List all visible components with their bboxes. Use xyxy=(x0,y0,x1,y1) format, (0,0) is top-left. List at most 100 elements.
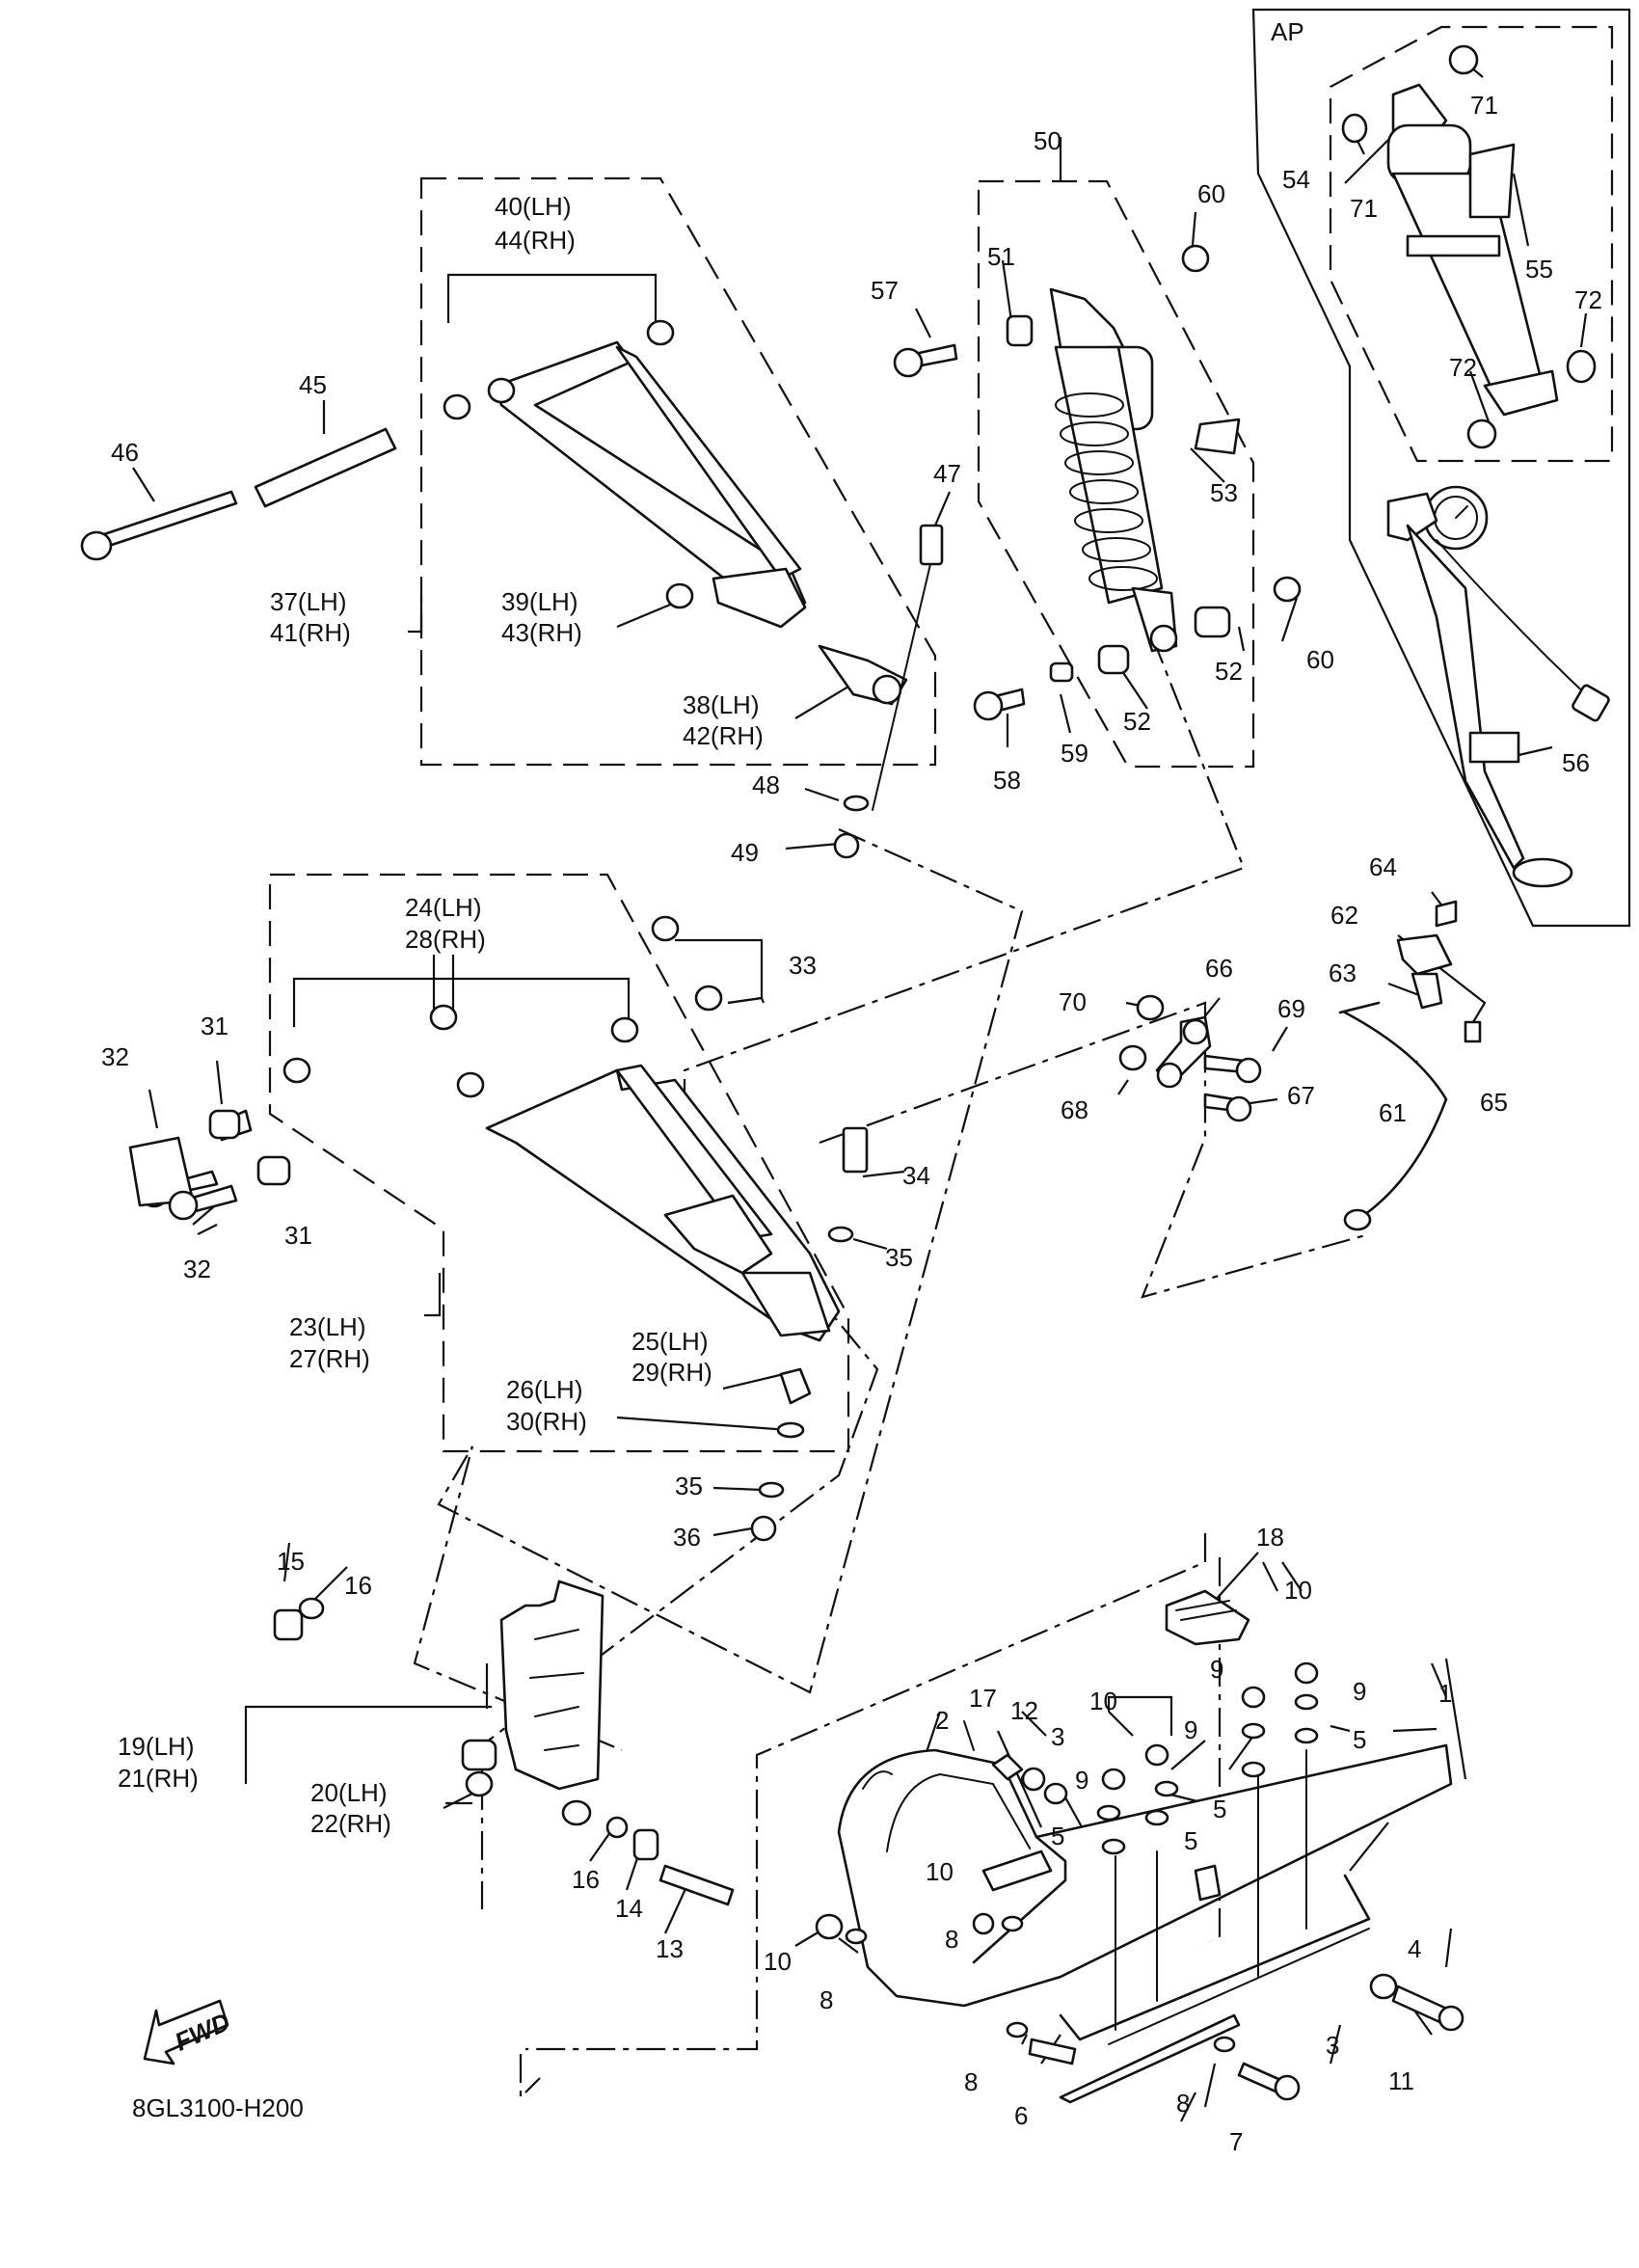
callout-41-rh: 41(RH) xyxy=(270,618,351,647)
callout-16: 16 xyxy=(572,1865,600,1894)
callout-8: 8 xyxy=(945,1925,958,1954)
callout-47: 47 xyxy=(933,459,961,488)
ap-box xyxy=(1251,8,1631,928)
callout-15: 15 xyxy=(277,1547,305,1576)
callout-13: 13 xyxy=(656,1934,684,1963)
callout-52: 52 xyxy=(1215,657,1243,686)
callout-68: 68 xyxy=(1061,1095,1088,1124)
shock-box xyxy=(977,179,1255,769)
callout-32: 32 xyxy=(101,1042,129,1071)
callout-22-rh: 22(RH) xyxy=(310,1809,391,1838)
callout-16: 16 xyxy=(344,1571,372,1600)
ap-shock-assembly xyxy=(1341,44,1597,449)
callout-9: 9 xyxy=(1184,1715,1197,1744)
stabilizer-link xyxy=(1118,900,1482,1231)
callout-58: 58 xyxy=(993,766,1021,795)
callout-3: 3 xyxy=(1051,1722,1064,1751)
callout-56: 56 xyxy=(1562,748,1590,777)
callout-33: 33 xyxy=(789,951,817,980)
callout-2: 2 xyxy=(935,1706,949,1735)
callout-54: 54 xyxy=(1282,165,1310,194)
callout-25-lh: 25(LH) xyxy=(631,1327,708,1356)
lower-a-arm xyxy=(128,915,869,1542)
callout-72: 72 xyxy=(1449,353,1477,382)
callout-43-rh: 43(RH) xyxy=(501,618,582,647)
callout-39-lh: 39(LH) xyxy=(501,587,578,616)
callout-28-rh: 28(RH) xyxy=(405,925,486,954)
callout-10: 10 xyxy=(764,1947,792,1976)
callout-48: 48 xyxy=(752,770,780,799)
ap-label: AP xyxy=(1271,17,1304,46)
callout-11: 11 xyxy=(1388,2066,1414,2095)
callout-61: 61 xyxy=(1379,1098,1407,1127)
ap-inner-box xyxy=(1329,25,1614,463)
callout-20-lh: 20(LH) xyxy=(310,1778,387,1807)
callout-5: 5 xyxy=(1213,1795,1226,1823)
upper-arm-box xyxy=(419,176,937,767)
callout-4: 4 xyxy=(1408,1934,1421,1963)
ski-assembly xyxy=(815,1589,1464,2104)
callout-14: 14 xyxy=(615,1894,643,1923)
callout-35: 35 xyxy=(675,1472,703,1500)
callout-23-lh: 23(LH) xyxy=(289,1312,365,1341)
fwd-arrow-icon: FWD xyxy=(143,1999,234,2066)
callout-8: 8 xyxy=(820,1985,833,2014)
callout-37-lh: 37(LH) xyxy=(270,587,346,616)
callout-60: 60 xyxy=(1197,179,1225,208)
callout-57: 57 xyxy=(871,276,899,305)
callout-5: 5 xyxy=(1184,1826,1197,1855)
upper-a-arm xyxy=(80,319,944,859)
callout-10: 10 xyxy=(1089,1687,1117,1715)
callout-18: 18 xyxy=(1256,1523,1284,1552)
callout-42-rh: 42(RH) xyxy=(683,721,764,750)
callout-32: 32 xyxy=(183,1255,211,1283)
callout-35: 35 xyxy=(885,1243,913,1272)
callout-44-rh: 44(RH) xyxy=(495,226,576,255)
diagram-code: 8GL3100-H200 xyxy=(132,2093,304,2122)
callout-70: 70 xyxy=(1059,987,1087,1016)
callout-30-rh: 30(RH) xyxy=(506,1407,587,1436)
callout-45: 45 xyxy=(299,370,327,399)
callout-65: 65 xyxy=(1480,1088,1508,1117)
callout-59: 59 xyxy=(1061,739,1088,768)
callout-51: 51 xyxy=(987,242,1015,271)
callout-10: 10 xyxy=(926,1857,954,1886)
callout-71: 71 xyxy=(1350,194,1378,223)
lower-arm-box xyxy=(268,873,850,1453)
callout-71: 71 xyxy=(1470,91,1498,120)
callout-21-rh: 21(RH) xyxy=(118,1764,199,1793)
callout-55: 55 xyxy=(1525,255,1553,284)
callout-67: 67 xyxy=(1287,1081,1315,1110)
callout-50: 50 xyxy=(1034,126,1061,155)
callout-8: 8 xyxy=(964,2067,978,2096)
callout-46: 46 xyxy=(111,438,139,467)
callout-36: 36 xyxy=(673,1523,701,1552)
callout-7: 7 xyxy=(1229,2127,1243,2156)
callout-31: 31 xyxy=(201,1012,228,1040)
callout-63: 63 xyxy=(1329,958,1357,987)
air-pump xyxy=(1386,485,1610,888)
callout-52: 52 xyxy=(1123,707,1151,736)
callout-27-rh: 27(RH) xyxy=(289,1344,370,1373)
callout-53: 53 xyxy=(1210,478,1238,507)
callout-49: 49 xyxy=(731,838,759,867)
callout-19-lh: 19(LH) xyxy=(118,1732,194,1761)
callout-9: 9 xyxy=(1210,1655,1223,1684)
callout-12: 12 xyxy=(1010,1696,1038,1725)
callout-62: 62 xyxy=(1330,901,1358,930)
callout-72: 72 xyxy=(1574,285,1602,314)
callout-9: 9 xyxy=(1353,1677,1366,1706)
callout-34: 34 xyxy=(902,1161,930,1190)
callout-60: 60 xyxy=(1306,645,1334,674)
callout-38-lh: 38(LH) xyxy=(683,690,759,719)
callout-10: 10 xyxy=(1284,1576,1312,1605)
callout-40-lh: 40(LH) xyxy=(495,192,571,221)
callout-64: 64 xyxy=(1369,852,1397,881)
callout-29-rh: 29(RH) xyxy=(631,1358,712,1387)
callout-5: 5 xyxy=(1353,1725,1366,1754)
callout-1: 1 xyxy=(1438,1679,1452,1708)
callout-labels: AP 71 71 54 55 72 72 56 50 60 51 57 53 5… xyxy=(101,17,1602,2156)
callout-26-lh: 26(LH) xyxy=(506,1375,582,1404)
group-outlines xyxy=(268,8,1631,1453)
